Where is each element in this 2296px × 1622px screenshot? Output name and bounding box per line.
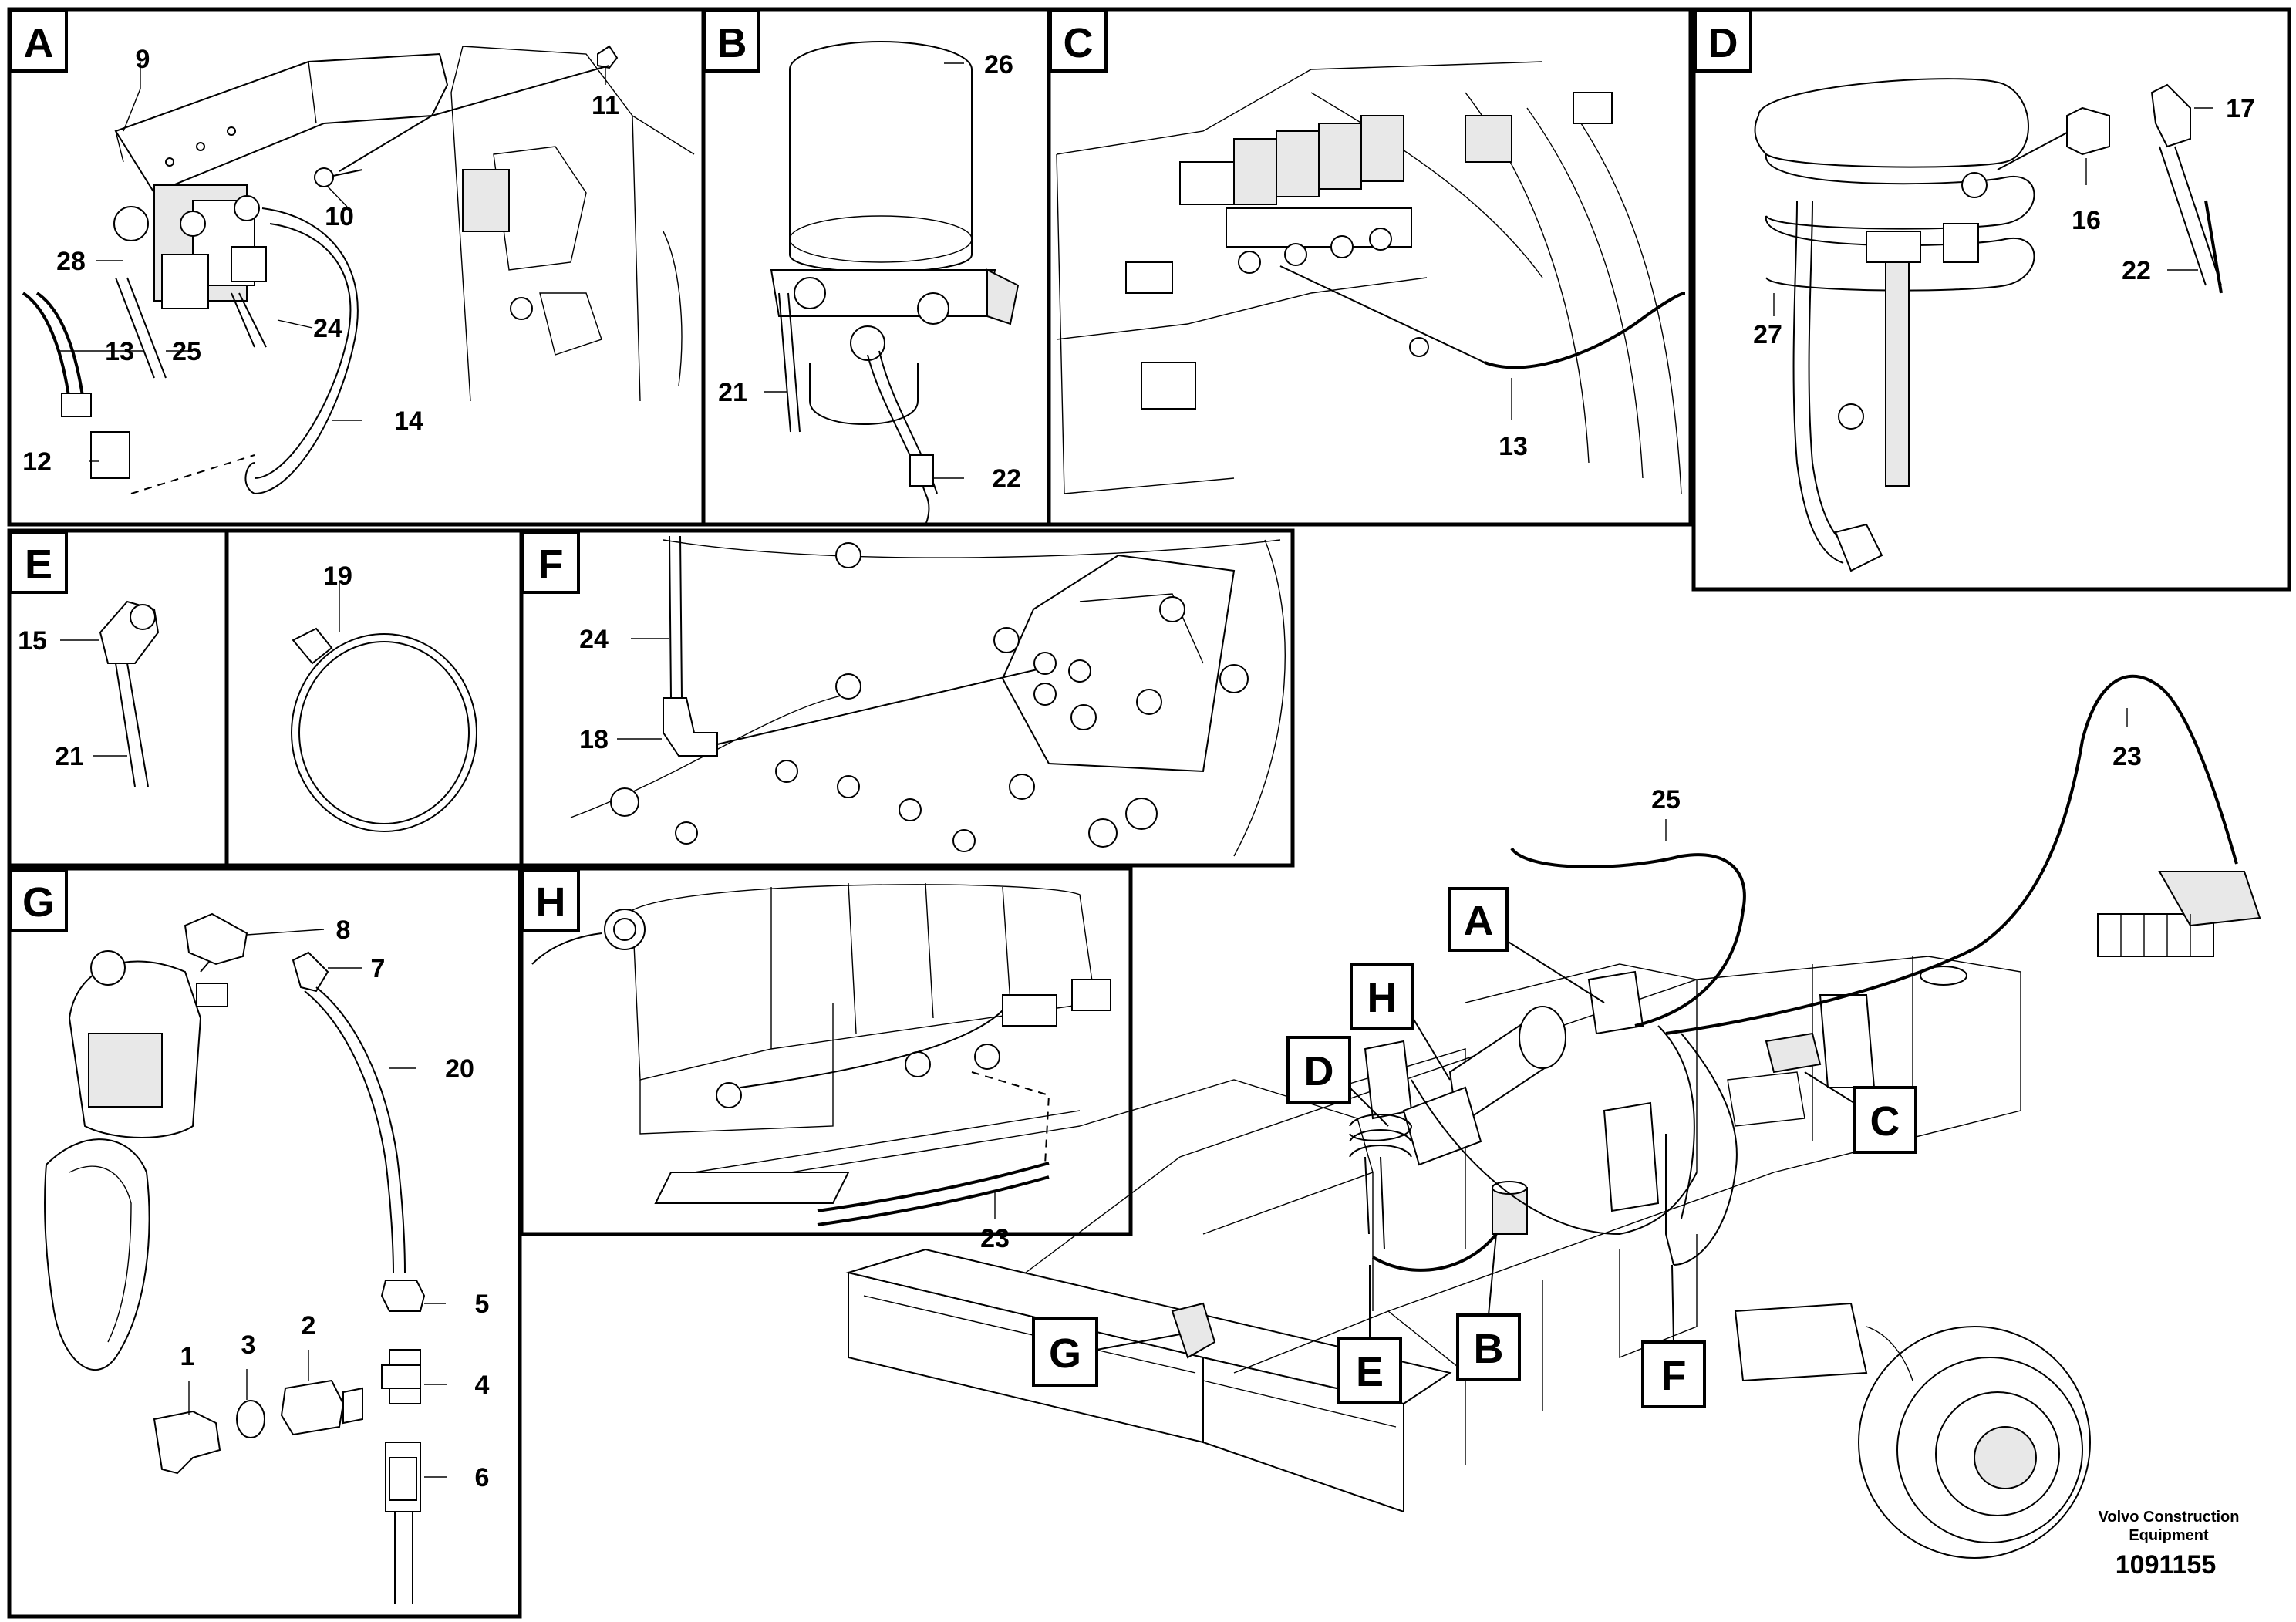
panel-frames — [7, 7, 2291, 1619]
label-18: 18 — [579, 725, 609, 754]
label-9: 9 — [136, 45, 150, 74]
doc-number: 1091155 — [2116, 1550, 2217, 1580]
label-6: 6 — [475, 1463, 490, 1492]
label-24: 24 — [313, 314, 342, 343]
label-27: 27 — [1753, 320, 1782, 349]
label-5: 5 — [475, 1290, 490, 1319]
overview-callouts: A H D C G E B F 25 23 — [1032, 708, 2142, 1408]
panel-e: E 15 21 — [9, 531, 160, 787]
brand-line-2: Equipment — [2129, 1527, 2209, 1544]
label-7: 7 — [371, 954, 386, 983]
label-15: 15 — [18, 626, 47, 656]
panel-clamp: 19 — [291, 561, 477, 832]
callout-b: B — [1474, 1326, 1504, 1372]
label-4: 4 — [475, 1371, 490, 1400]
label-28: 28 — [56, 247, 86, 276]
label-25: 25 — [172, 337, 201, 366]
label-13-c: 13 — [1499, 432, 1528, 461]
label-16: 16 — [2072, 206, 2101, 235]
label-25-overview: 25 — [1651, 785, 1681, 814]
panel-f: F 24 18 — [521, 531, 1286, 857]
callout-a: A — [1464, 898, 1494, 944]
label-2: 2 — [302, 1311, 316, 1340]
label-24-f: 24 — [579, 625, 609, 654]
label-1: 1 — [180, 1342, 195, 1371]
panel-c: C 13 — [1049, 9, 1686, 494]
label-22: 22 — [992, 464, 1021, 494]
callout-d: D — [1304, 1048, 1334, 1094]
label-20: 20 — [445, 1054, 474, 1084]
label-19: 19 — [323, 561, 352, 591]
label-17: 17 — [2226, 94, 2255, 123]
panel-d-letter: D — [1708, 20, 1738, 66]
overview-machine — [845, 674, 2261, 1559]
panel-b-letter: B — [717, 20, 747, 66]
label-21: 21 — [718, 378, 747, 407]
label-12: 12 — [22, 447, 52, 477]
label-14: 14 — [394, 406, 423, 436]
panel-f-letter: F — [538, 541, 564, 588]
footer: Volvo Construction Equipment 1091155 — [2099, 1509, 2240, 1580]
label-22-d: 22 — [2122, 256, 2151, 285]
panel-e-letter: E — [25, 541, 52, 588]
callout-g: G — [1049, 1330, 1081, 1377]
brand-line-1: Volvo Construction — [2099, 1509, 2240, 1526]
label-8: 8 — [336, 916, 351, 945]
label-3: 3 — [241, 1330, 256, 1360]
label-26: 26 — [984, 50, 1013, 79]
panel-a-letter: A — [24, 20, 54, 66]
callout-f: F — [1661, 1353, 1687, 1399]
label-13: 13 — [105, 337, 134, 366]
callout-c: C — [1870, 1098, 1900, 1145]
label-23-overview: 23 — [2112, 742, 2142, 771]
label-10: 10 — [325, 202, 354, 231]
panel-d: D 17 16 22 27 — [1694, 9, 2255, 572]
panel-g: G 8 7 20 5 — [9, 868, 490, 1604]
callout-e: E — [1356, 1349, 1384, 1395]
callout-h: H — [1367, 975, 1397, 1021]
panel-b: B 26 21 22 — [703, 9, 1021, 525]
label-11: 11 — [592, 91, 619, 120]
label-23-h: 23 — [980, 1224, 1010, 1253]
panel-h: H 23 — [521, 868, 1111, 1253]
label-21-e: 21 — [55, 742, 84, 771]
panel-g-letter: G — [22, 879, 55, 926]
panel-h-letter: H — [536, 879, 566, 926]
panel-a: A — [9, 9, 695, 495]
panel-c-letter: C — [1064, 20, 1094, 66]
